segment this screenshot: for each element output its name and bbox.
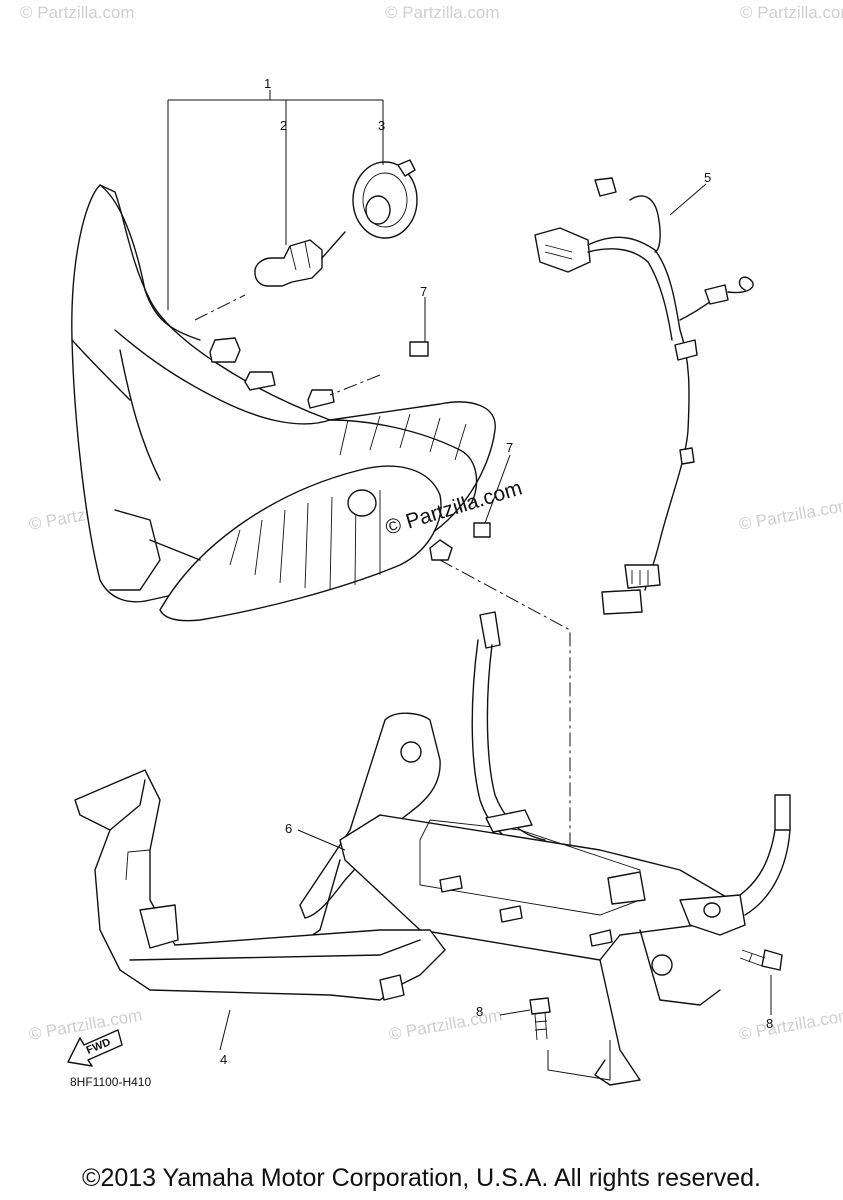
wire-harness[interactable]: [534, 177, 754, 615]
clip-nut-upper[interactable]: [409, 341, 429, 357]
callout-8-left[interactable]: 8: [476, 1004, 483, 1019]
clip-nut-lower[interactable]: [473, 522, 491, 538]
callout-3[interactable]: 3: [378, 118, 385, 133]
watermark: © Partzilla.com: [740, 3, 843, 22]
lower-bracket[interactable]: [74, 769, 446, 1001]
leader-lines: [167, 90, 772, 1081]
watermark: © Partzilla.com: [387, 1005, 503, 1044]
watermark: © Partzilla.com: [385, 3, 500, 22]
callout-2[interactable]: 2: [280, 118, 287, 133]
assembly-line: [194, 294, 571, 850]
callout-7-upper[interactable]: 7: [420, 284, 427, 299]
headlight-assembly[interactable]: [71, 184, 496, 622]
callout-8-right[interactable]: 8: [766, 1016, 773, 1031]
bolt-right[interactable]: [739, 949, 783, 971]
headlight-bulb[interactable]: [254, 231, 346, 287]
fwd-arrow-icon: FWD: [67, 1029, 123, 1067]
callout-7-lower[interactable]: 7: [506, 440, 513, 455]
watermark: © Partzilla.com: [737, 1005, 843, 1044]
watermark: © Partzilla.com: [20, 3, 135, 22]
callout-5[interactable]: 5: [704, 170, 711, 185]
bolt-left[interactable]: [529, 997, 551, 1041]
headlight-stay-bracket[interactable]: [299, 611, 791, 1086]
callout-6[interactable]: 6: [285, 821, 292, 836]
callout-4[interactable]: 4: [220, 1052, 227, 1067]
copyright-notice: ©2013 Yamaha Motor Corporation, U.S.A. A…: [82, 1164, 761, 1192]
part-code: 8HF1100-H410: [70, 1075, 151, 1089]
watermark: © Partzilla.com: [737, 495, 843, 534]
bulb-cover[interactable]: [352, 159, 418, 239]
callout-1[interactable]: 1: [264, 76, 271, 91]
watermark: © Partzilla.com: [27, 1005, 143, 1044]
